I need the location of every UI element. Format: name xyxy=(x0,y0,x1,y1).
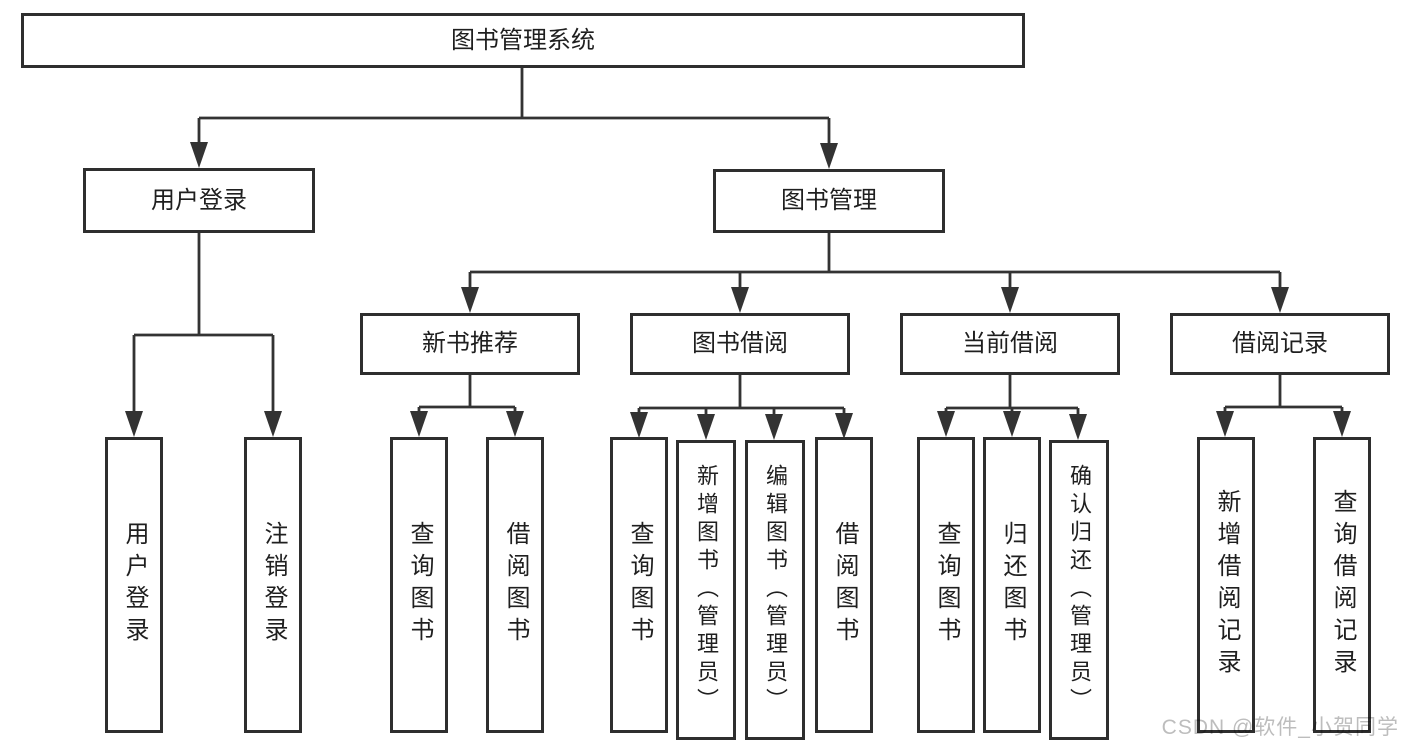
leaf-label: 确认归还（管理员） xyxy=(1067,464,1092,716)
node-label: 新书推荐 xyxy=(422,330,518,357)
node-borrowing-records: 借阅记录 xyxy=(1170,313,1390,375)
leaf-query-books: 查询图书 xyxy=(610,437,668,733)
leaf-label: 查询图书 xyxy=(626,521,653,649)
leaf-confirm-return-admin: 确认归还（管理员） xyxy=(1049,440,1109,740)
leaf-query-books: 查询图书 xyxy=(917,437,975,733)
leaf-add-books-admin: 新增图书（管理员） xyxy=(676,440,736,740)
leaf-label: 归还图书 xyxy=(999,521,1026,649)
node-label: 图书管理系统 xyxy=(451,26,595,54)
leaf-borrow-books: 借阅图书 xyxy=(486,437,544,733)
leaf-label: 新增借阅记录 xyxy=(1213,489,1240,681)
leaf-query-borrow-record: 查询借阅记录 xyxy=(1313,437,1371,733)
node-current-borrowing: 当前借阅 xyxy=(900,313,1120,375)
arrowheads xyxy=(125,142,1351,440)
leaf-label: 借阅图书 xyxy=(831,521,858,649)
node-new-book-recommendation: 新书推荐 xyxy=(360,313,580,375)
leaf-label: 用户登录 xyxy=(121,521,148,649)
leaf-add-borrow-record: 新增借阅记录 xyxy=(1197,437,1255,733)
node-label: 借阅记录 xyxy=(1232,330,1328,357)
leaf-label: 借阅图书 xyxy=(502,521,529,649)
node-library-system: 图书管理系统 xyxy=(21,13,1025,68)
leaf-label: 查询借阅记录 xyxy=(1329,489,1356,681)
leaf-label: 查询图书 xyxy=(406,521,433,649)
leaf-label: 注销登录 xyxy=(260,521,287,649)
node-label: 图书借阅 xyxy=(692,330,788,357)
node-label: 当前借阅 xyxy=(962,330,1058,357)
leaf-return-books: 归还图书 xyxy=(983,437,1041,733)
leaf-logout: 注销登录 xyxy=(244,437,302,733)
node-label: 用户登录 xyxy=(151,186,247,214)
node-book-management: 图书管理 xyxy=(713,169,945,233)
node-label: 图书管理 xyxy=(781,187,877,214)
node-user-login: 用户登录 xyxy=(83,168,315,233)
leaf-user-login: 用户登录 xyxy=(105,437,163,733)
leaf-edit-books-admin: 编辑图书（管理员） xyxy=(745,440,805,740)
leaf-label: 编辑图书（管理员） xyxy=(763,464,788,716)
leaf-borrow-books: 借阅图书 xyxy=(815,437,873,733)
leaf-label: 新增图书（管理员） xyxy=(694,464,719,716)
node-book-borrowing: 图书借阅 xyxy=(630,313,850,375)
leaf-label: 查询图书 xyxy=(933,521,960,649)
leaf-query-books: 查询图书 xyxy=(390,437,448,733)
